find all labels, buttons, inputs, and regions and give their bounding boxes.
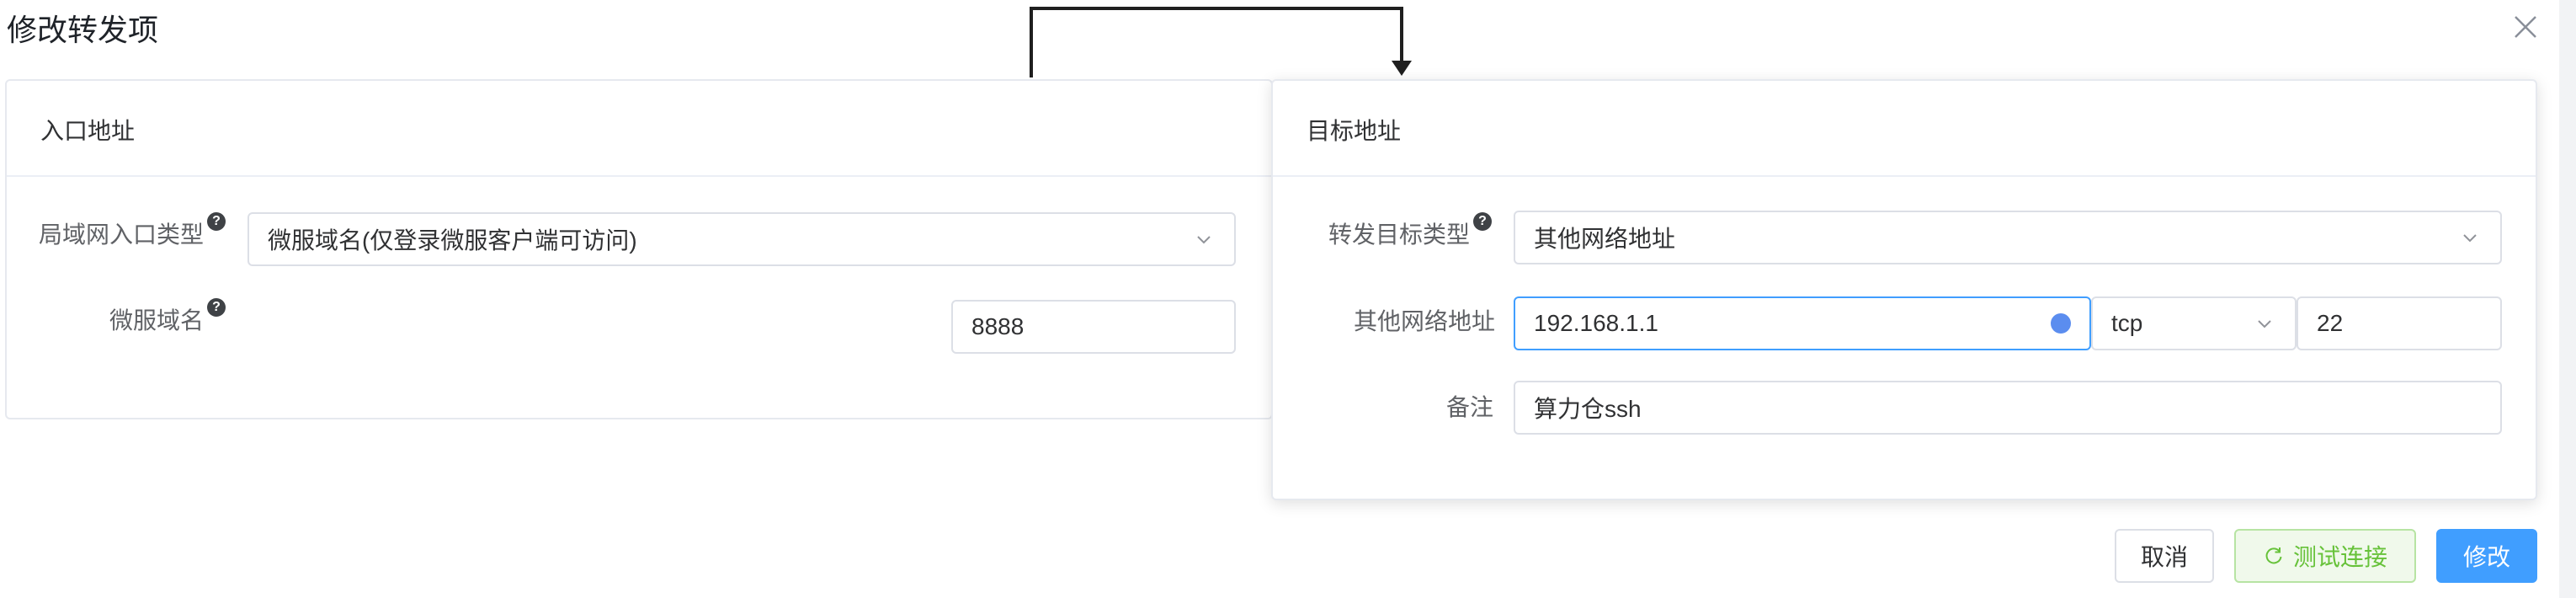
entry-type-label: 局域网入口类型? — [39, 212, 226, 249]
cancel-button[interactable]: 取消 — [2115, 529, 2214, 583]
scrollbar-track[interactable] — [2559, 0, 2576, 598]
note-label: 备注 — [1446, 394, 1494, 420]
help-icon[interactable]: ? — [207, 298, 226, 317]
target-card-header: 目标地址 — [1273, 81, 2536, 177]
status-dot-icon — [2051, 313, 2071, 334]
refresh-icon — [2265, 547, 2282, 564]
target-type-label: 转发目标类型? — [1328, 212, 1493, 249]
note-input[interactable]: 算力仓ssh — [1514, 381, 2502, 435]
help-icon[interactable]: ? — [207, 212, 226, 231]
help-icon[interactable]: ? — [1473, 212, 1493, 231]
entry-type-value: 微服域名(仅登录微服客户端可访问) — [268, 227, 637, 254]
target-type-value: 其他网络地址 — [1534, 226, 1676, 252]
port-value: 22 — [2317, 310, 2344, 336]
protocol-value: tcp — [2111, 310, 2143, 336]
entry-type-select[interactable]: 微服域名(仅登录微服客户端可访问) — [247, 212, 1236, 266]
domain-input[interactable]: 8888 — [951, 300, 1236, 354]
note-value: 算力仓ssh — [1534, 396, 1642, 422]
submit-button[interactable]: 修改 — [2436, 529, 2537, 583]
target-card-title: 目标地址 — [1307, 118, 1402, 144]
entry-card-title: 入口地址 — [40, 118, 136, 144]
other-address-label: 其他网络地址 — [1354, 308, 1496, 334]
chevron-down-icon — [2258, 320, 2271, 328]
chevron-down-icon — [1197, 236, 1211, 244]
dialog-title: 修改转发项 — [7, 13, 159, 47]
close-icon[interactable] — [2504, 5, 2547, 49]
target-type-select[interactable]: 其他网络地址 — [1514, 211, 2502, 264]
domain-label: 微服域名? — [109, 298, 226, 335]
flow-arrow-icon — [1027, 0, 1423, 81]
test-connection-label: 测试连接 — [2292, 544, 2387, 570]
protocol-select[interactable]: tcp — [2091, 296, 2297, 350]
test-connection-button[interactable]: 测试连接 — [2234, 529, 2416, 583]
port-input[interactable]: 22 — [2297, 296, 2502, 350]
domain-value: 8888 — [971, 313, 1025, 339]
ip-address-value: 192.168.1.1 — [1534, 310, 1658, 336]
submit-button-label: 修改 — [2462, 544, 2510, 570]
cancel-button-label: 取消 — [2140, 544, 2188, 570]
ip-address-input[interactable]: 192.168.1.1 — [1514, 296, 2091, 350]
target-address-card: 目标地址 — [1271, 79, 2537, 500]
chevron-down-icon — [2463, 234, 2477, 243]
entry-card-header: 入口地址 — [7, 81, 1271, 177]
